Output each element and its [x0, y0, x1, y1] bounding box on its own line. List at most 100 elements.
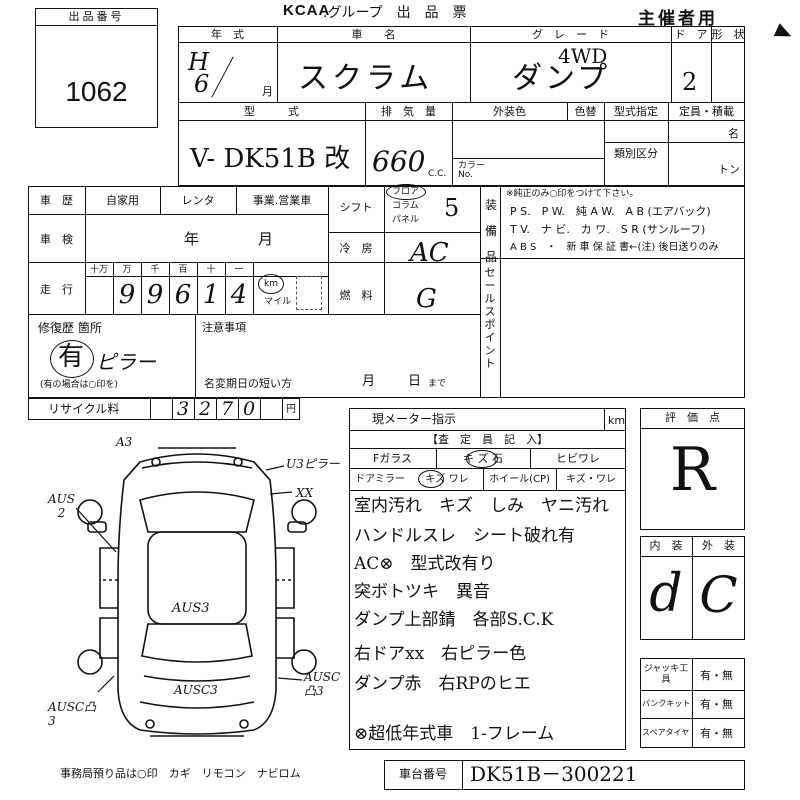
brand-logo: KCAA [283, 2, 331, 19]
displacement-value: 660 [372, 145, 426, 178]
mileage-unit: 千 [150, 265, 160, 275]
inspector-note: AC⊗ 型式改有り [354, 554, 496, 574]
mileage-digit: 4 [230, 280, 248, 310]
name-change-until: まで [428, 379, 447, 389]
grade-4wd: 4WD [558, 44, 608, 68]
puncture-kit-label: パンクキット [642, 699, 691, 708]
name-change-label: 名変期日の短い方 [204, 377, 292, 390]
capacity-unit-ton: トン [718, 163, 740, 176]
f-glass-circle [466, 450, 498, 468]
recycle-digit: 0 [242, 398, 256, 420]
km-circle [258, 274, 284, 294]
inspector-note: ⊗超低年式車 1-フレーム [354, 724, 555, 744]
inspector-note: ダンプ赤 右RPのヒエ [354, 674, 531, 694]
equipment-line3: A B S ・ 新 車 保 証 書←(注) 後日送りのみ [510, 242, 719, 253]
recycle-unit: 円 [286, 404, 296, 415]
shift-column: コラム [392, 201, 419, 211]
rear-left-wheel [77, 649, 103, 675]
private-use: 自家用 [106, 194, 139, 207]
chassis-label: 車台番号 [398, 767, 447, 781]
diagram-mark-ausc-left: AUSC凸 3 [48, 700, 97, 728]
ac-label: 冷 房 [339, 242, 373, 255]
door-mirror-label: ドアミラー [355, 474, 405, 485]
inspector-note: 室内汚れ キズ しみ ヤニ汚れ [354, 496, 609, 516]
ausc-right-arrow [277, 677, 303, 681]
name-change-month: 月 [362, 374, 376, 389]
diagram-mark-aus-left: AUS 2 [48, 492, 75, 520]
shift-value: 5 [444, 194, 460, 222]
front-left-wheel [77, 499, 103, 525]
mileage-label: 走 行 [40, 283, 73, 296]
door-mirror-circle [418, 470, 444, 488]
mileage-unit: 十万 [89, 265, 108, 275]
diagram-mark-a3: A3 [116, 435, 133, 449]
equipment-label: 装備品 [485, 198, 498, 264]
exterior-color-label: 外装色 [493, 105, 526, 118]
mile-unit: マイル [264, 297, 292, 307]
mileage-unit: 十 [206, 265, 216, 275]
category-label: 類別区分 [614, 147, 658, 160]
lot-label: 出品番号 [68, 10, 125, 23]
displacement-label: 排 気 量 [381, 105, 436, 118]
model-designation-label: 型式指定 [614, 105, 658, 118]
repair-note: ピラー [96, 350, 156, 374]
grade-label: グ レ ー ド [532, 28, 609, 41]
spare-tire-option: 有・無 [700, 727, 733, 740]
inspector-note: 突ボトツキ 異音 [354, 582, 490, 602]
equipment-note: ※純正のみ○印をつけて下さい。 [506, 189, 639, 199]
shift-floor-circle [386, 184, 426, 200]
mileage-digit: 9 [146, 280, 164, 310]
year-era: H [188, 48, 209, 76]
front-right-wheel [291, 499, 317, 525]
exterior-grade: C [699, 566, 738, 624]
mileage-check-box [296, 276, 322, 310]
f-glass-label: Fガラス [372, 452, 413, 465]
spare-tire-label: スペアタイヤ [642, 728, 690, 737]
history-label: 車 歴 [40, 194, 73, 207]
grade-dump: ダンプ [512, 61, 611, 96]
capacity-unit-people: 名 [728, 127, 739, 140]
doors-label: ド ア [674, 28, 708, 41]
repair-history-label: 修復歴 箇所 [38, 321, 102, 335]
exterior-label: 外 装 [702, 539, 735, 552]
equipment-line2: T V. ナ ビ. カ ワ. S R (サンルーフ) [510, 223, 706, 236]
evaluation-score: R [669, 435, 716, 505]
inspector-section-title: 【査 定 員 記 入】 [427, 433, 548, 446]
diagram-mark-xx: XX [296, 486, 314, 500]
wheel-label: ホイール(CP) [489, 474, 550, 485]
jack-option: 有・無 [700, 669, 733, 682]
mileage-unit: 万 [122, 265, 132, 275]
aus-left-arrow [75, 507, 117, 553]
pillar-arrow [265, 465, 285, 471]
inspector-box [349, 408, 626, 750]
fuel-value: G [416, 284, 437, 314]
recycle-box [28, 398, 300, 420]
office-note: 事務局預り品は○印 カギ リモコン ナビロム [60, 767, 301, 780]
diagram-mark-aus-center: AUS3 [172, 601, 210, 616]
month-mark: 月 [262, 85, 273, 98]
chassis-number: DK51B－300221 [470, 762, 638, 786]
evaluation-box [640, 408, 745, 530]
model-value: V- DK51B 改 [190, 144, 351, 174]
color-change-label: 色替 [574, 105, 597, 118]
rear-right-wheel [291, 649, 317, 675]
car-rear-window [141, 623, 253, 663]
meter-label: 現メーター指示 [372, 412, 457, 426]
chassis-box [384, 760, 745, 790]
interior-label: 内 装 [649, 539, 683, 552]
recycle-digit: 7 [220, 398, 234, 420]
organizer-label: 主催者用 [638, 9, 718, 29]
recycle-label: リサイクル料 [48, 402, 120, 416]
recycle-digit: 2 [198, 398, 212, 420]
mileage-digit: 9 [118, 280, 136, 310]
jack-label: ジャッキ工 具 [643, 664, 698, 685]
inspection-month: 月 [258, 230, 274, 248]
door-mirror-options: キズ ワレ [425, 474, 469, 485]
crack-label: ヒビワレ [556, 452, 600, 465]
lot-box [35, 8, 158, 128]
car-damage-diagram [75, 447, 317, 737]
diagram-mark-u3-pillar: U3ピラー [286, 457, 340, 471]
puncture-kit-option: 有・無 [700, 698, 733, 711]
mileage-unit: 一 [234, 265, 244, 275]
recycle-digit: 3 [176, 398, 190, 420]
